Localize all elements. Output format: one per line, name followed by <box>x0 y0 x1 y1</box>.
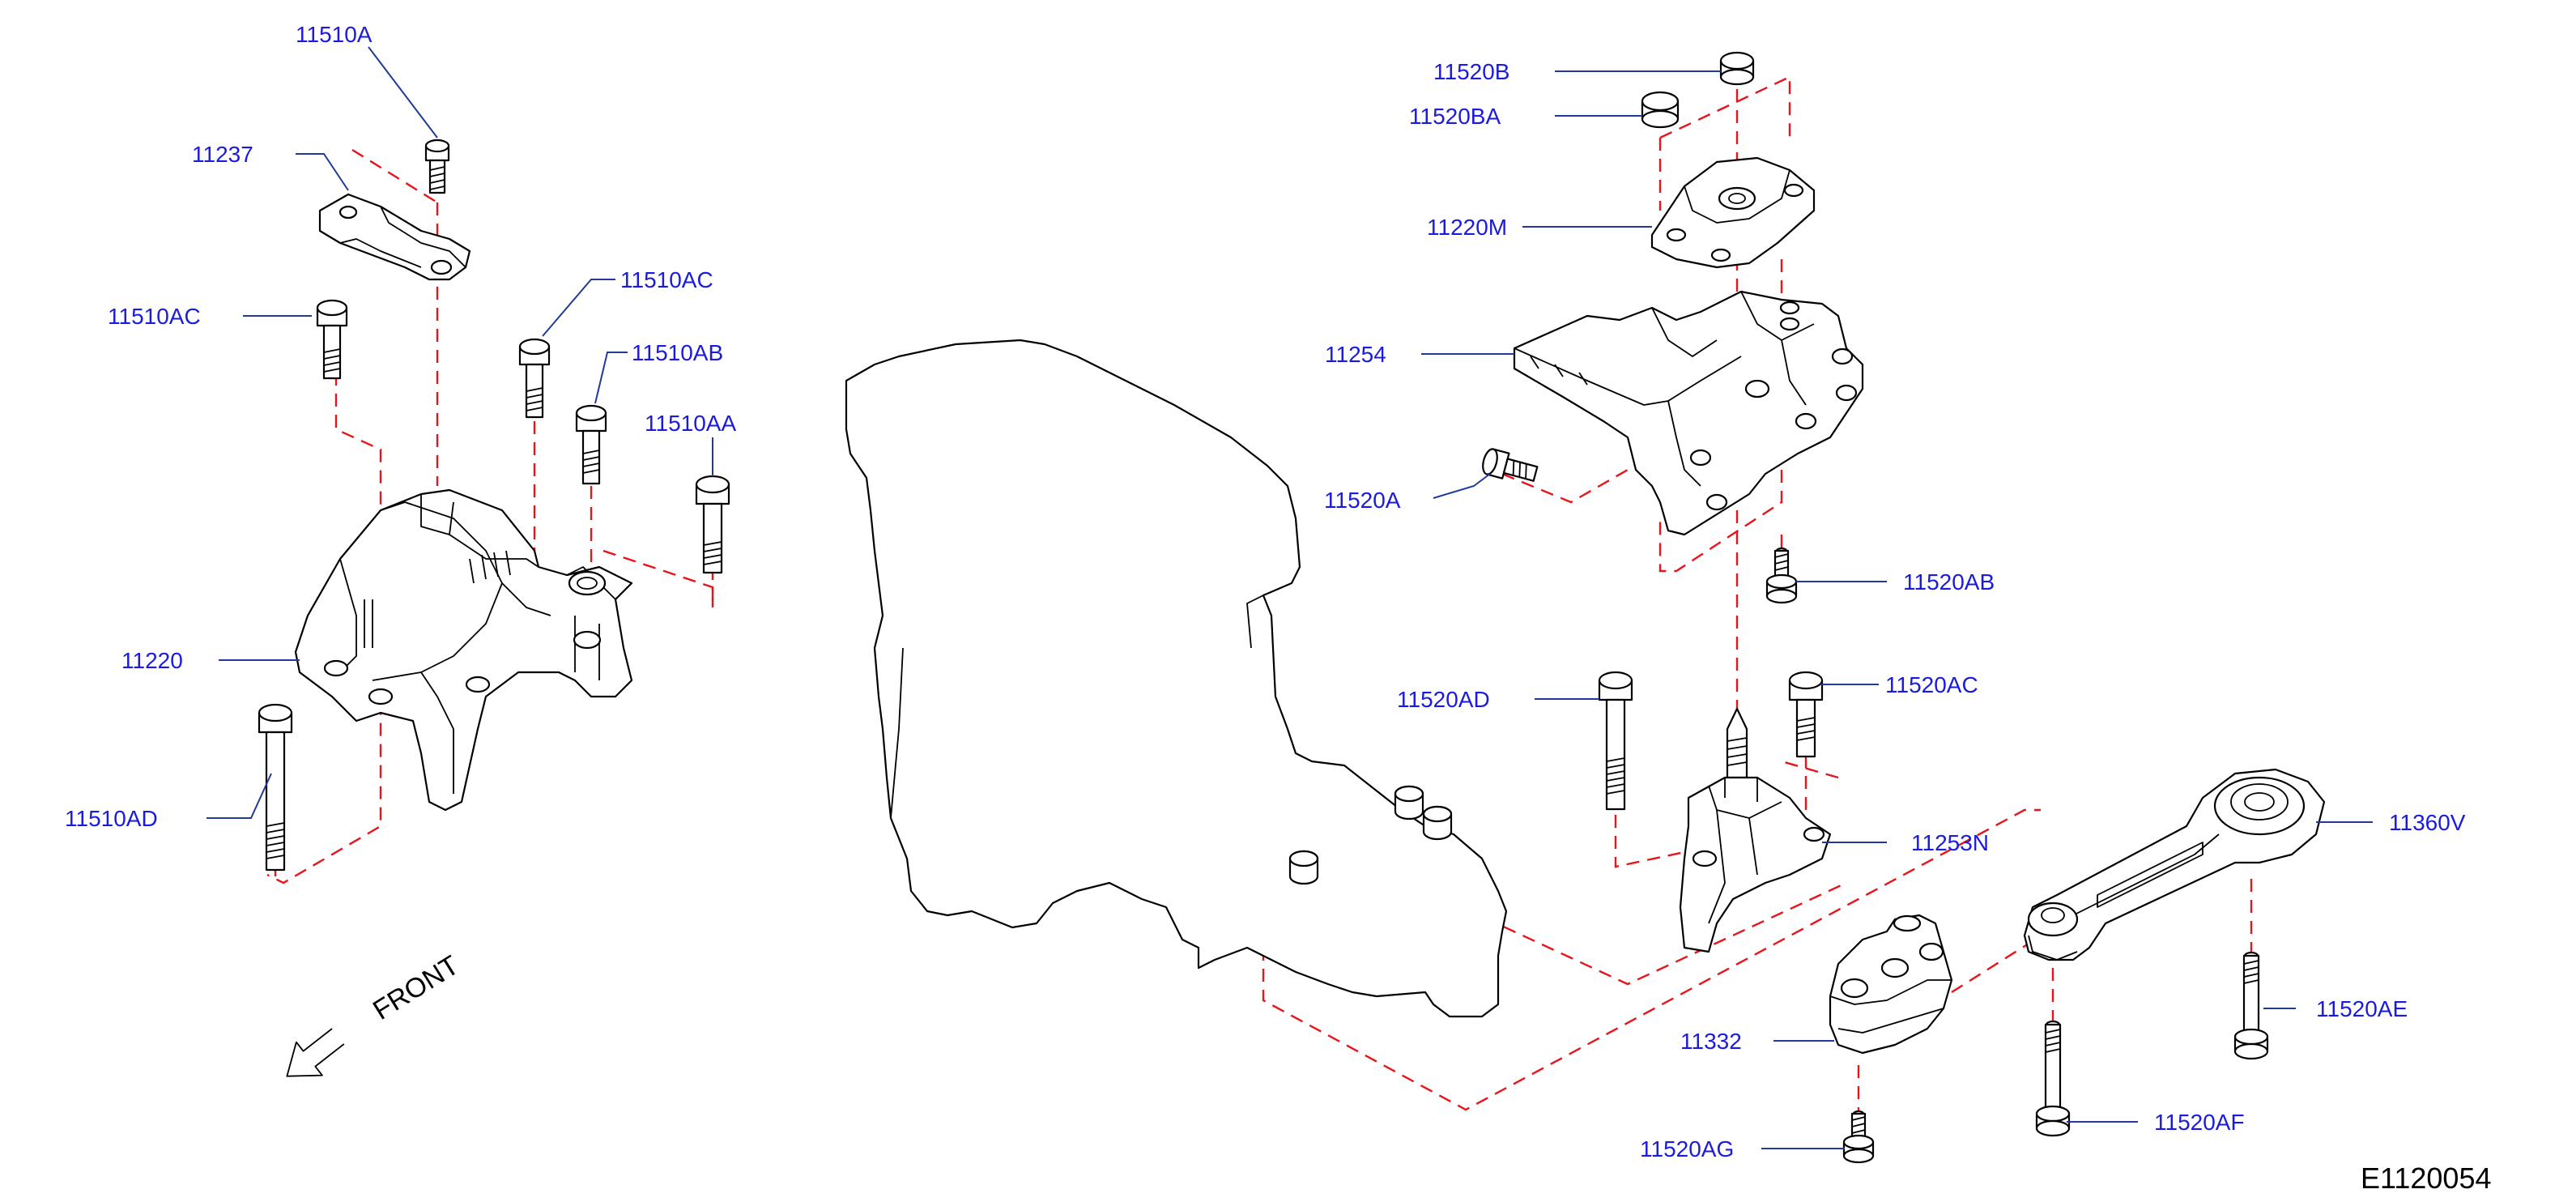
label-11237[interactable]: 11237 <box>192 142 253 167</box>
label-11520AC[interactable]: 11520AC <box>1885 672 1978 697</box>
label-11220[interactable]: 11220 <box>121 648 183 673</box>
nut-11520BA <box>1641 91 1680 129</box>
bolt-11520AC <box>1788 671 1824 758</box>
bolt-11510AC-left <box>316 299 348 380</box>
label-11520AE[interactable]: 11520AE <box>2316 996 2408 1021</box>
bolt-11510AD <box>258 703 293 872</box>
label-11520AF[interactable]: 11520AF <box>2154 1110 2245 1135</box>
leader-lines <box>207 46 2373 1149</box>
label-11332[interactable]: 11332 <box>1680 1029 1742 1054</box>
label-11520AD[interactable]: 11520AD <box>1397 687 1490 712</box>
label-11254[interactable]: 11254 <box>1325 342 1386 367</box>
bolt-11520AB <box>1765 547 1798 604</box>
bolt-11520AD <box>1598 671 1633 811</box>
label-11520B[interactable]: 11520B <box>1433 59 1509 84</box>
bracket-11237 <box>318 193 471 281</box>
engine-mount-bosses <box>1288 785 1453 885</box>
part-labels: 11510A 11237 11510AC 11510AC 11510AB 115… <box>65 22 2466 1162</box>
label-11510A[interactable]: 11510A <box>296 22 373 47</box>
nut-11520B <box>1719 51 1755 86</box>
label-11510AB[interactable]: 11510AB <box>632 340 723 365</box>
label-11510AC-mid[interactable]: 11510AC <box>620 267 713 292</box>
bolt-11510AB <box>575 404 607 485</box>
bracket-11254 <box>1513 290 1864 536</box>
bolt-11520A <box>1482 448 1539 482</box>
label-11510AC-left[interactable]: 11510AC <box>108 304 201 329</box>
mount-11220M <box>1650 156 1816 269</box>
engine-block-outline <box>845 339 1508 1018</box>
label-11520AG[interactable]: 11520AG <box>1640 1136 1734 1162</box>
label-11520A[interactable]: 11520A <box>1324 488 1401 513</box>
label-11510AD[interactable]: 11510AD <box>65 806 158 831</box>
bolt-11510AA <box>695 475 730 574</box>
label-11253N[interactable]: 11253N <box>1911 830 1989 855</box>
front-label: FRONT <box>368 950 464 1026</box>
bolt-11520AF <box>2035 1020 2071 1137</box>
label-11360V[interactable]: 11360V <box>2389 810 2466 835</box>
bracket-11332 <box>1829 914 1953 1055</box>
bolt-11510A <box>424 139 450 194</box>
label-11220M[interactable]: 11220M <box>1427 215 1507 240</box>
bolt-11520AE <box>2233 951 2269 1060</box>
diagram-code: E1120054 <box>2361 1162 2492 1195</box>
label-11510AA[interactable]: 11510AA <box>645 411 736 436</box>
bolt-11520AG <box>1842 1110 1875 1164</box>
mount-11220 <box>294 488 633 812</box>
label-11520AB[interactable]: 11520AB <box>1903 569 1995 595</box>
label-11520BA[interactable]: 11520BA <box>1409 104 1501 129</box>
torque-rod-11360V <box>2023 768 2326 961</box>
bolt-11510AC-mid <box>518 338 551 419</box>
bracket-11253N <box>1679 707 1832 953</box>
front-direction-arrow-icon <box>286 1028 345 1077</box>
